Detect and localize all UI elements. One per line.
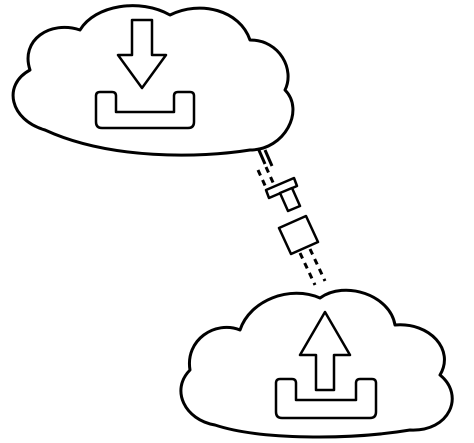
cable-connector-icon [264, 176, 320, 256]
cloud-icon [11, 4, 295, 157]
tray-icon [94, 90, 196, 130]
download-arrow-icon [116, 18, 168, 90]
upload-arrow-icon [298, 310, 352, 392]
download-cloud [11, 4, 295, 157]
upload-cloud [179, 288, 454, 439]
cable [256, 147, 327, 286]
tray-icon [274, 377, 378, 420]
